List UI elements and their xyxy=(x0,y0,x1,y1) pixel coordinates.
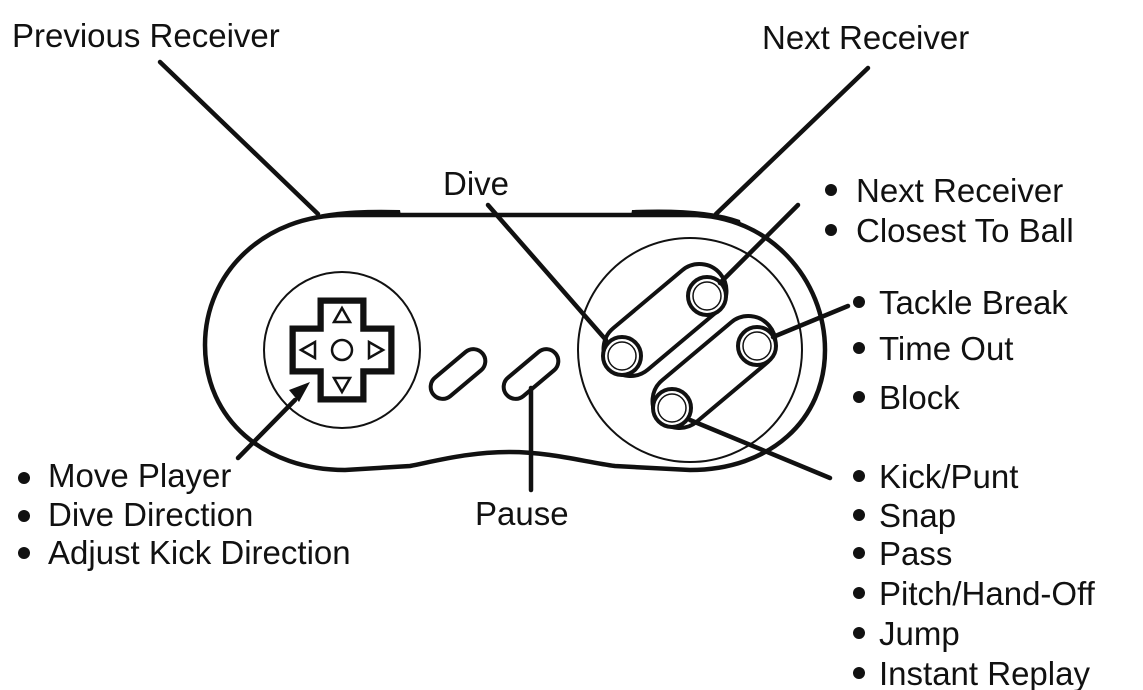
triangle-right-icon xyxy=(367,339,386,361)
label-instant-replay: Instant Replay xyxy=(879,655,1090,690)
leader-dive xyxy=(485,202,609,343)
label-kick-punt: Kick/Punt xyxy=(879,458,1018,495)
label-pass: Pass xyxy=(879,535,952,572)
bullet-move-player xyxy=(18,472,30,484)
leader-next-receiver-btn xyxy=(717,202,801,286)
button-y[interactable] xyxy=(601,335,643,377)
face-button-ring xyxy=(577,237,803,463)
leader-move-player xyxy=(235,397,298,461)
label-dive-direction: Dive Direction xyxy=(48,496,253,533)
label-snap: Snap xyxy=(879,497,956,534)
bullet-dive-direction xyxy=(18,510,30,522)
leader-previous-receiver xyxy=(157,59,321,217)
label-closest-to-ball: Closest To Ball xyxy=(856,212,1074,249)
triangle-up-icon xyxy=(331,305,353,324)
label-jump: Jump xyxy=(879,615,960,652)
bullet-block xyxy=(853,391,865,403)
bullet-kick-punt xyxy=(853,470,865,482)
label-pause: Pause xyxy=(475,495,569,532)
bullet-jump xyxy=(853,627,865,639)
label-next-receiver-top: Next Receiver xyxy=(762,19,969,56)
bullet-time-out xyxy=(853,342,865,354)
leader-next-receiver-top xyxy=(713,65,871,217)
triangle-down-icon xyxy=(331,376,353,395)
arrowhead-move-player xyxy=(289,382,310,402)
button-x[interactable] xyxy=(686,275,728,317)
label-move-player: Move Player xyxy=(48,457,231,494)
bullet-snap xyxy=(853,509,865,521)
label-previous-receiver: Previous Receiver xyxy=(12,17,280,54)
bullet-next-receiver xyxy=(825,184,837,196)
bullet-pass xyxy=(853,547,865,559)
label-dive: Dive xyxy=(443,165,509,202)
button-b[interactable] xyxy=(651,387,693,429)
leader-kick-punt xyxy=(687,417,833,481)
bullet-tackle-break xyxy=(853,296,865,308)
label-block: Block xyxy=(879,379,960,416)
bullet-closest-to-ball xyxy=(825,224,837,236)
select-button[interactable] xyxy=(426,344,490,404)
label-next-receiver-btn: Next Receiver xyxy=(856,172,1063,209)
triangle-left-icon xyxy=(298,339,317,361)
start-button[interactable] xyxy=(499,344,563,404)
bullet-pitch-hand-off xyxy=(853,587,865,599)
dpad-ring xyxy=(263,271,421,429)
dpad-center xyxy=(330,338,354,362)
leader-tackle-break xyxy=(770,303,851,340)
dpad-icon[interactable] xyxy=(289,297,395,403)
label-adjust-kick-direction: Adjust Kick Direction xyxy=(48,534,351,571)
bullet-instant-replay xyxy=(853,667,865,679)
label-pitch-hand-off: Pitch/Hand-Off xyxy=(879,575,1096,612)
button-a[interactable] xyxy=(736,325,778,367)
bullet-adjust-kick-direction xyxy=(18,547,30,559)
label-time-out: Time Out xyxy=(879,330,1013,367)
label-tackle-break: Tackle Break xyxy=(879,284,1068,321)
